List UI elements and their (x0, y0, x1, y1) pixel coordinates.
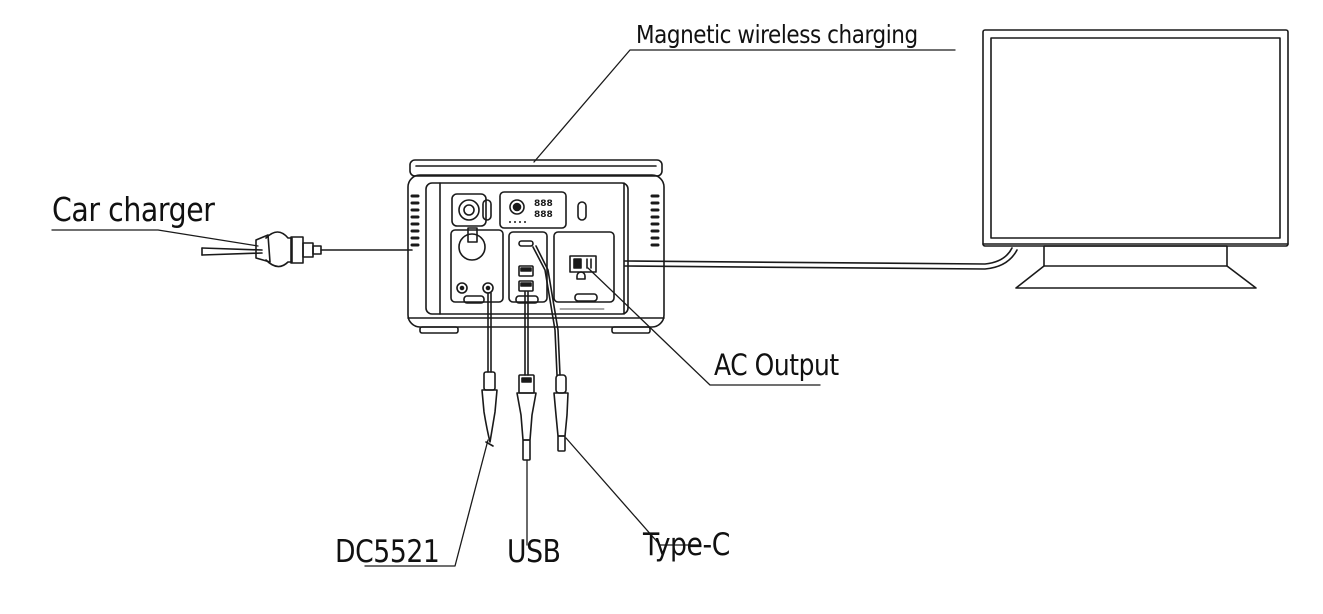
usb-a-port-bottom (518, 280, 534, 292)
lcd-display (499, 191, 567, 229)
ac-output-label: AC Output (714, 348, 839, 382)
wireless-charging-pad (409, 159, 663, 177)
magnetic-wireless-charging-label: Magnetic wireless charging (636, 20, 918, 49)
usb-a-port-top (518, 265, 534, 277)
station-foot-right (611, 326, 651, 334)
type-c-leader-line (565, 437, 701, 546)
monitor (982, 29, 1289, 289)
lcd-readout-top: 888 (534, 199, 553, 209)
left-vent-grille (410, 194, 420, 247)
ac-power-cable (624, 247, 1018, 270)
usb-output-button (515, 295, 539, 304)
monitor-bezel (982, 29, 1289, 247)
monitor-screen (990, 37, 1281, 239)
power-button (577, 201, 587, 221)
dc5521-leader-line (364, 439, 489, 567)
monitor-neck (1043, 245, 1228, 267)
station-foot-left (419, 326, 459, 334)
type-c-cable (532, 245, 569, 452)
leader-lines (51, 49, 956, 567)
car-charger-label: Car charger (52, 190, 215, 229)
monitor-base (1015, 265, 1257, 289)
usb-cable (516, 291, 537, 461)
wireless-leader-line (533, 49, 956, 163)
type-c-port (518, 240, 534, 247)
lcd-indicator-dots (509, 221, 526, 223)
type-c-label: Type-C (643, 527, 730, 563)
dc5521-cable (481, 292, 498, 447)
right-vent-grille (650, 194, 660, 247)
car-charger-plug (201, 231, 413, 268)
battery-ring-icon (509, 199, 525, 215)
dc-input-switch (482, 199, 492, 221)
station-body (407, 174, 665, 328)
usb-label: USB (507, 534, 561, 570)
dc5521-port-left (456, 282, 468, 294)
dc-input-port (451, 193, 487, 227)
ac-output-button (574, 293, 598, 302)
car-charger-leader-line (51, 229, 259, 247)
dc5521-label: DC5521 (335, 534, 440, 570)
lcd-readout-bottom: 888 (534, 210, 553, 220)
car-charger-socket (458, 233, 486, 261)
power-station: 888 888 (407, 159, 665, 334)
ac-outlet-module (553, 231, 615, 303)
dc-output-button (463, 295, 485, 304)
